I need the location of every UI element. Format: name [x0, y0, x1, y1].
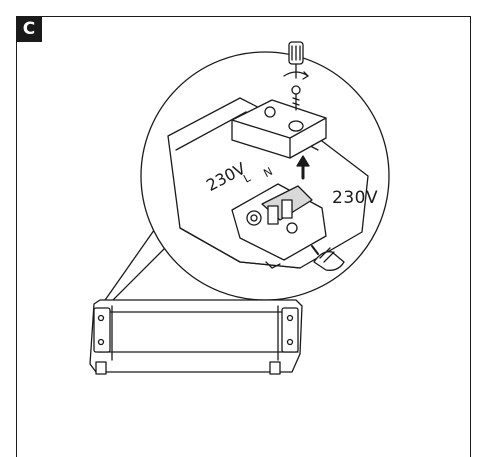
screwdriver-icon [288, 41, 304, 79]
voltage-label-right: 230V [332, 188, 379, 208]
terminal-block [231, 183, 327, 269]
figure-frame [16, 16, 471, 457]
led-driver-device [89, 299, 303, 375]
step-badge: C [16, 16, 42, 42]
hand-icon [311, 245, 345, 271]
rotate-arrow-icon [283, 71, 309, 80]
up-arrow-icon [296, 155, 310, 180]
screw-icon [291, 85, 301, 111]
cover-clip [231, 99, 327, 159]
